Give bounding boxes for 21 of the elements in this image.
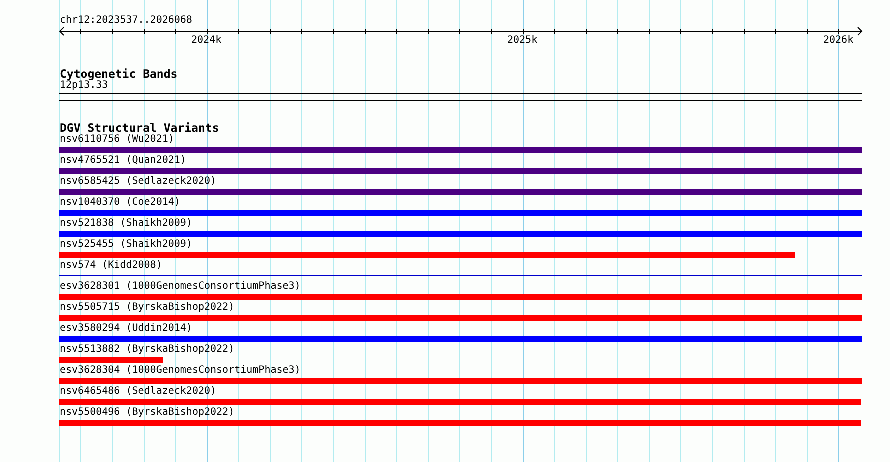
feature-label: nsv525455 (Shaikh2009) bbox=[60, 239, 192, 251]
tick-label: 2026k bbox=[824, 35, 854, 47]
feature-label: nsv4765521 (Quan2021) bbox=[60, 155, 186, 167]
feature-label: nsv5513882 (ByrskaBishop2022) bbox=[60, 344, 235, 356]
feature-label: nsv6110756 (Wu2021) bbox=[60, 134, 174, 146]
track-title: Cytogenetic Bands bbox=[60, 67, 178, 81]
band-name: 12p13.33 bbox=[60, 80, 108, 92]
feature-label: nsv5500496 (ByrskaBishop2022) bbox=[60, 407, 235, 419]
feature-label: nsv1040370 (Coe2014) bbox=[60, 197, 180, 209]
feature-label: nsv521838 (Shaikh2009) bbox=[60, 218, 192, 230]
location-label: chr12:2023537..2026068 bbox=[60, 15, 192, 27]
feature-label: esv3580294 (Uddin2014) bbox=[60, 323, 192, 335]
feature-label: nsv6465486 (Sedlazeck2020) bbox=[60, 386, 217, 398]
feature-label: nsv6585425 (Sedlazeck2020) bbox=[60, 176, 217, 188]
feature-label: esv3628301 (1000GenomesConsortiumPhase3) bbox=[60, 281, 301, 293]
tick-label: 2024k bbox=[192, 35, 222, 47]
feature-label: nsv574 (Kidd2008) bbox=[60, 260, 162, 272]
feature-label: nsv5505715 (ByrskaBishop2022) bbox=[60, 302, 235, 314]
feature-label: esv3628304 (1000GenomesConsortiumPhase3) bbox=[60, 365, 301, 377]
tick-label: 2025k bbox=[508, 35, 538, 47]
track-title: DGV Structural Variants bbox=[60, 121, 220, 135]
